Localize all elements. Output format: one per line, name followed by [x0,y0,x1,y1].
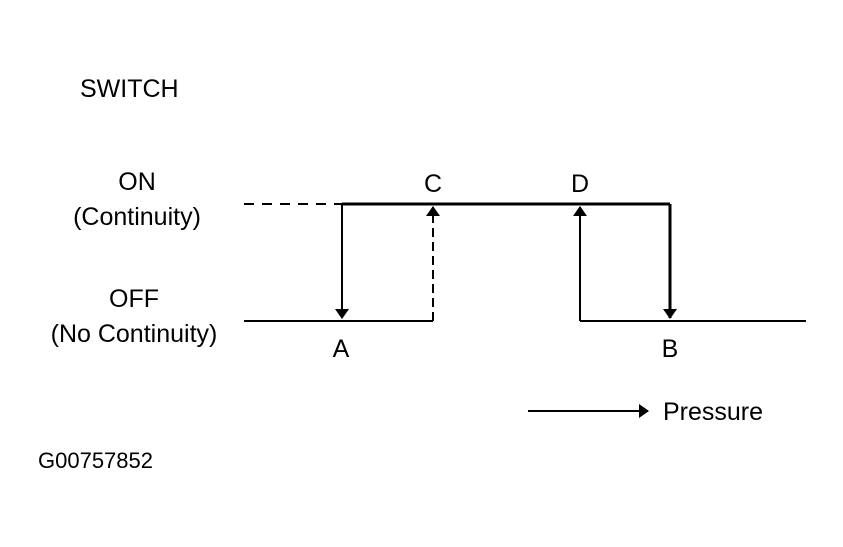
pressure-label: Pressure [663,398,763,426]
figure-code: G00757852 [38,448,153,473]
off-state-sublabel: (No Continuity) [51,320,218,348]
diagram-title: SWITCH [80,75,179,103]
on-state-sublabel: (Continuity) [73,203,201,231]
point-label-c: C [424,170,442,198]
point-label-b: B [662,335,679,363]
off-state-label: OFF [109,285,159,313]
point-label-a: A [333,335,350,363]
point-label-d: D [571,170,589,198]
on-state-label: ON [118,168,156,196]
